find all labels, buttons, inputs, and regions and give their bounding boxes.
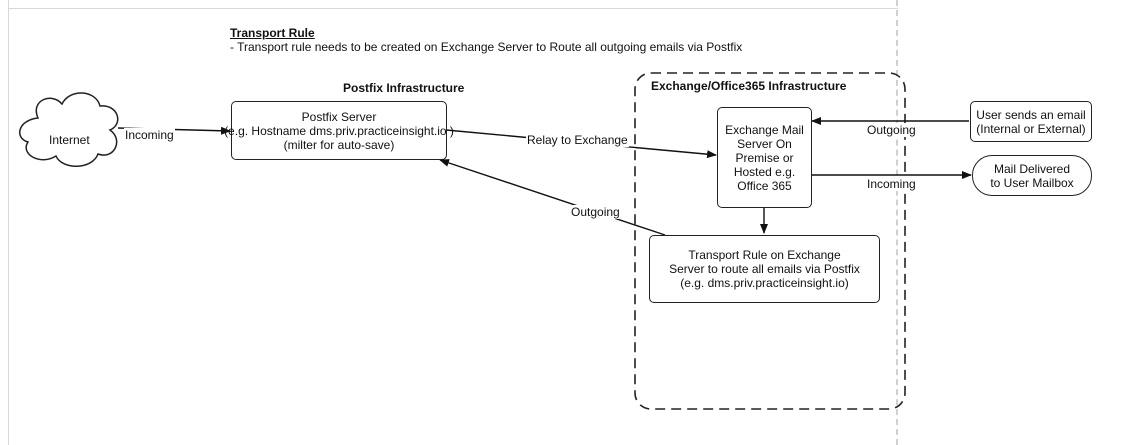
mail-delivered-node: Mail Delivered to User Mailbox xyxy=(972,155,1092,196)
exchange-server-line-1: Exchange Mail xyxy=(725,122,804,137)
postfix-server-line-2: (e.g. Hostname dms.priv.practiceinsight.… xyxy=(224,123,454,138)
label-outgoing-to-postfix: Outgoing xyxy=(570,205,621,219)
page-left-edge xyxy=(8,0,9,445)
label-outgoing-user: Outgoing xyxy=(866,123,917,137)
page-top-edge xyxy=(8,8,898,9)
exchange-server-line-3: Premise or xyxy=(735,150,794,165)
postfix-server-line-1: Postfix Server xyxy=(301,109,377,124)
internet-cloud-shape xyxy=(18,92,119,167)
transport-rule-title: Transport Rule xyxy=(230,26,315,40)
user-sends-email-node: User sends an email (Internal or Externa… xyxy=(970,101,1092,142)
exchange-mail-server-node: Exchange Mail Server On Premise or Hoste… xyxy=(717,107,812,208)
postfix-infrastructure-title: Postfix Infrastructure xyxy=(343,81,465,95)
exchange-server-line-5: Office 365 xyxy=(737,178,792,193)
transport-rule-line-1: Transport Rule on Exchange xyxy=(688,248,841,262)
transport-rule-line-2: Server to route all emails via Postfix xyxy=(669,262,860,276)
postfix-server-node: Postfix Server (e.g. Hostname dms.priv.p… xyxy=(224,101,454,160)
label-incoming-internet: Incoming xyxy=(124,128,175,142)
exchange-infrastructure-title: Exchange/Office365 Infrastructure xyxy=(651,79,847,93)
transport-rule-description: - Transport rule needs to be created on … xyxy=(230,40,743,54)
internet-label: Internet xyxy=(49,133,90,147)
user-sends-line-2: (Internal or External) xyxy=(976,121,1086,136)
user-sends-line-1: User sends an email xyxy=(976,107,1086,122)
postfix-server-line-3: (milter for auto-save) xyxy=(283,137,395,152)
mail-delivered-line-2: to User Mailbox xyxy=(990,175,1074,190)
exchange-infrastructure-container xyxy=(634,72,906,410)
exchange-server-line-4: Hosted e.g. xyxy=(733,164,796,179)
mail-delivered-line-1: Mail Delivered xyxy=(993,161,1071,176)
transport-rule-node: Transport Rule on Exchange Server to rou… xyxy=(649,235,880,303)
label-incoming-delivered: Incoming xyxy=(866,177,917,191)
page-break-line xyxy=(896,0,898,445)
transport-rule-line-3: (e.g. dms.priv.practiceinsight.io) xyxy=(680,276,849,290)
exchange-server-line-2: Server On xyxy=(737,136,792,151)
label-relay-to-exchange: Relay to Exchange xyxy=(526,133,629,147)
edge-outgoing-to-postfix xyxy=(439,159,666,236)
